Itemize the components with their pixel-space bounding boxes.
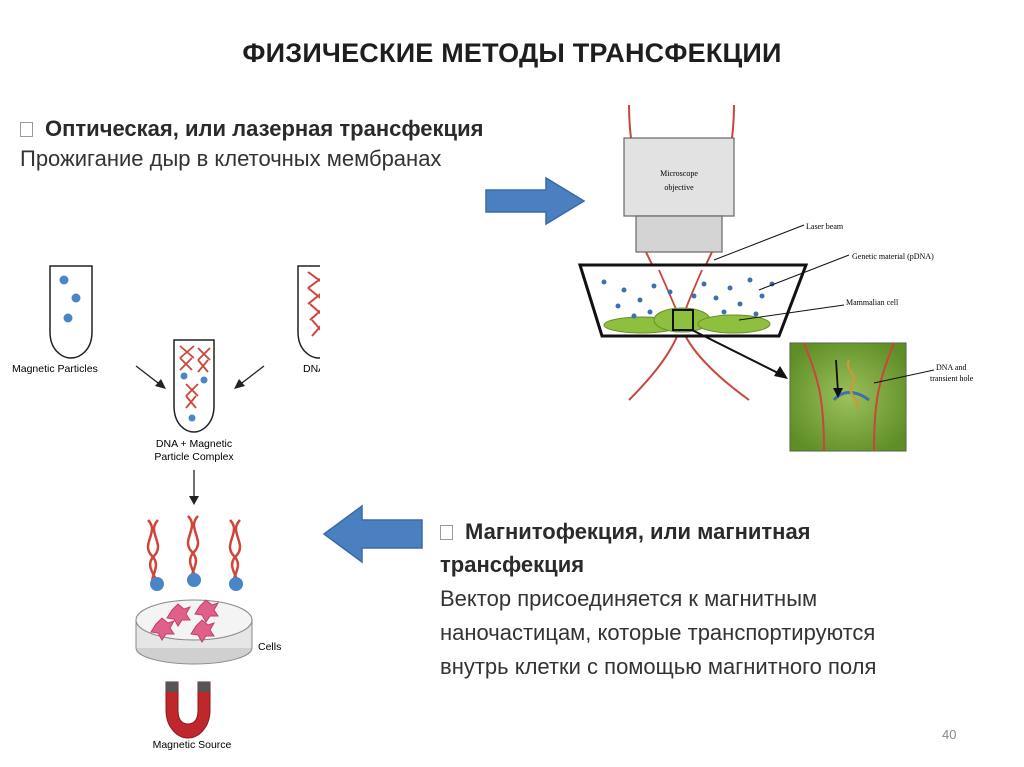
checkbox-bullet-icon xyxy=(440,525,453,540)
magnetic-description-2: наночастицам, которые транспортируются xyxy=(440,620,876,645)
magnetic-bullet: Магнитофекция, или магнитная трансфекция… xyxy=(440,519,1020,680)
dna-hole-label-1: DNA and xyxy=(936,363,966,372)
tube-magnetic-particles xyxy=(49,265,93,359)
magnetic-heading-2: трансфекция xyxy=(440,552,585,577)
optical-bullet: Оптическая, или лазерная трансфекция Про… xyxy=(20,116,483,172)
microscope-label-2: objective xyxy=(664,183,694,192)
optical-description: Прожигание дыр в клеточных мембранах xyxy=(20,146,442,171)
mammalian-cell-label: Mammalian cell xyxy=(846,298,899,307)
page-title: ФИЗИЧЕСКИЕ МЕТОДЫ ТРАНСФЕКЦИИ xyxy=(242,38,782,68)
arrow-right-icon xyxy=(485,176,586,226)
tube-dna xyxy=(297,265,320,359)
checkbox-bullet-icon xyxy=(20,122,33,137)
complex-label-1: DNA + Magnetic xyxy=(156,438,232,450)
genetic-material-label: Genetic material (pDNA) xyxy=(852,252,934,261)
laser-transfection-diagram: Microscope objective Laser beam Genetic … xyxy=(577,104,974,452)
magnetic-description-1: Вектор присоединяется к магнитным xyxy=(440,586,818,611)
cells-label: Cells xyxy=(258,641,281,653)
magnetic-description-3: внутрь клетки с помощью магнитного поля xyxy=(440,654,877,679)
magnetic-particles-label: Magnetic Particles xyxy=(12,363,98,375)
magnetic-heading-1: Магнитофекция, или магнитная xyxy=(465,519,811,544)
magnetic-source-label: Magnetic Source xyxy=(153,739,232,751)
arrow-left-icon xyxy=(322,504,423,564)
optical-heading: Оптическая, или лазерная трансфекция xyxy=(45,116,484,141)
dna-label: DNA xyxy=(303,363,320,375)
dna-hole-label-2: transient hole xyxy=(930,374,974,383)
page-number: 40 xyxy=(942,727,957,742)
magnetofection-diagram: Magnetic Particles DNA DNA + Magnetic Pa… xyxy=(12,265,320,751)
complex-label-2: Particle Complex xyxy=(154,451,234,463)
microscope-label-1: Microscope xyxy=(660,169,698,178)
laser-beam-label: Laser beam xyxy=(806,222,844,231)
microscope-objective xyxy=(623,137,735,217)
